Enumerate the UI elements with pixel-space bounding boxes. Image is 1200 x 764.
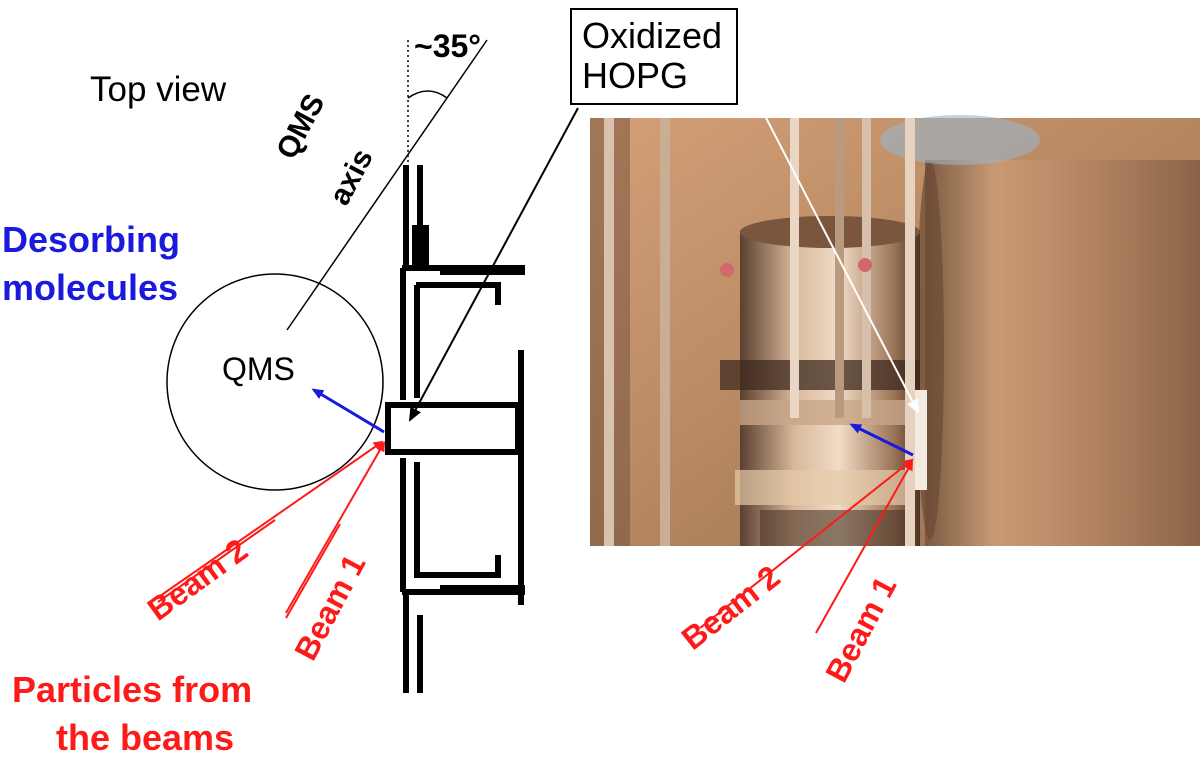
photo-holder-base — [735, 470, 915, 505]
particles-label-line1: Particles from — [12, 669, 253, 710]
desorption-arrow-left — [311, 388, 385, 434]
holder-upper-block — [412, 225, 429, 271]
photo-rod-4 — [835, 118, 844, 418]
photo-top-reflection — [880, 115, 1040, 165]
beam-1-arrow-right — [815, 460, 913, 634]
photo-rod-2 — [660, 118, 670, 546]
qms-axis-line — [286, 39, 488, 331]
oxidized-label-line2: HOPG — [582, 54, 689, 96]
photo-right-cylinder — [925, 160, 1200, 546]
photo-holder-ring-2 — [740, 400, 910, 425]
hopg-sample-rect — [385, 402, 521, 455]
photo-holder-ring-1 — [720, 360, 920, 390]
beam-2-arrow-left — [159, 440, 384, 597]
desorbing-label-line1: Desorbing — [2, 219, 181, 260]
qms-circle — [166, 273, 384, 491]
arrows — [157, 107, 919, 634]
photo-rod-1 — [604, 118, 614, 546]
photo-rod-3 — [790, 118, 799, 418]
desorbing-label-line2: molecules — [2, 267, 179, 308]
hopg-photo — [590, 115, 1200, 546]
pointer-to-schematic-sample — [409, 107, 579, 422]
holder-flange-bottom — [440, 585, 525, 595]
photo-holder-top — [740, 216, 920, 248]
photo-hopg-sample — [915, 390, 927, 490]
photo-holder-bottom — [760, 510, 910, 546]
sample-holder-outline — [385, 165, 521, 693]
beam-2-arrow-right — [699, 458, 914, 629]
top-view-label: Top view — [90, 70, 227, 109]
beam-1-arrow-left — [285, 441, 385, 614]
desorption-arrow-right — [849, 423, 914, 457]
qms-label: QMS — [222, 351, 295, 387]
holder-flange-top — [440, 265, 525, 275]
pointer-to-photo-sample — [762, 111, 919, 414]
angle-label: ~35° — [414, 28, 482, 64]
photo-rod-6 — [905, 118, 915, 546]
oxidized-hopg-box: Oxidized HOPG — [570, 8, 739, 106]
holder-lower-step — [414, 462, 501, 578]
holder-right-edge — [518, 350, 524, 605]
oxidized-label-line1: Oxidized — [582, 15, 723, 56]
schematic — [166, 39, 525, 693]
photo-spring-2 — [858, 258, 872, 272]
holder-top-step — [416, 282, 501, 305]
angle-arc — [407, 90, 448, 99]
particles-label-line2: the beams — [56, 717, 235, 758]
beam-1-underline-left — [285, 523, 341, 619]
beam-2-underline-left — [157, 519, 276, 603]
photo-spring-1 — [720, 263, 734, 277]
